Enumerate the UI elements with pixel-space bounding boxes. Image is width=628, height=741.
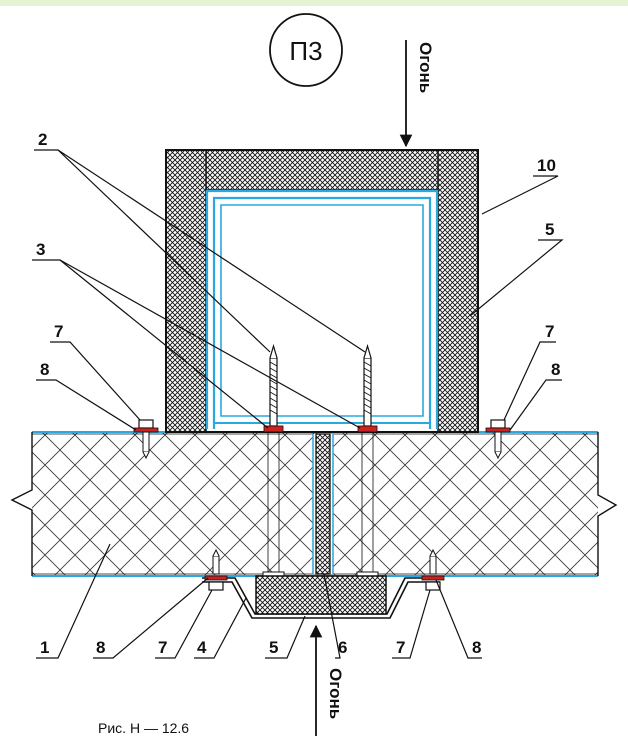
top-screw-left [133, 419, 159, 460]
callout-6: 6 [338, 638, 347, 657]
bottom-screw-left [204, 548, 228, 591]
break-line-right [597, 432, 618, 576]
callouts: 2 3 10 5 7 8 7 8 1 8 7 4 5 6 7 8 [36, 130, 560, 657]
callout-8-left: 8 [40, 360, 49, 379]
callout-7-bottom-right: 7 [396, 638, 405, 657]
fire-label-bottom: Огонь [326, 668, 345, 719]
insulation-cover [165, 149, 479, 433]
callout-1: 1 [40, 638, 49, 657]
callout-2: 2 [38, 130, 47, 149]
top-screw-right [485, 419, 511, 460]
bottom-flashing [202, 575, 440, 619]
sandwich-panel [10, 431, 618, 577]
top-strip [0, 0, 628, 6]
callout-5-right: 5 [545, 220, 554, 239]
steel-channel [205, 189, 439, 429]
break-line-left [10, 432, 33, 576]
fire-arrow-top: Огонь [399, 40, 435, 148]
joint-filler [315, 433, 331, 575]
callout-7-bottom-left: 7 [158, 638, 167, 657]
callout-5-bottom: 5 [269, 638, 278, 657]
callout-10: 10 [537, 156, 556, 175]
callout-7-left: 7 [54, 322, 63, 341]
callout-7-right: 7 [545, 322, 554, 341]
bottom-filler [255, 575, 387, 615]
figure-caption: Рис. Н — 12.6 [98, 720, 189, 736]
fire-label-top: Огонь [416, 42, 435, 93]
callout-8-bottom-right: 8 [472, 638, 481, 657]
callout-8-right: 8 [551, 360, 560, 379]
badge-label: П3 [289, 36, 322, 66]
callout-4: 4 [197, 638, 207, 657]
callout-8-bottom-left: 8 [96, 638, 105, 657]
callout-3: 3 [36, 240, 45, 259]
fire-arrow-bottom: Огонь [309, 624, 345, 736]
drawing-badge: П3 [269, 13, 343, 87]
leader-lines [32, 149, 564, 659]
bottom-screw-right [421, 548, 445, 591]
